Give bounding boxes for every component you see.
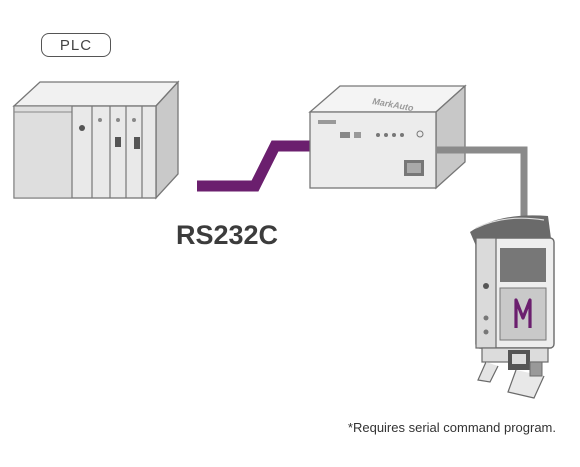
device-cable (436, 146, 528, 242)
protocol-label: RS232C (176, 220, 279, 250)
controller-box: MarkAuto (308, 84, 467, 190)
marking-head (470, 215, 555, 399)
plc-label: PLC (41, 33, 111, 57)
plc-unit (12, 80, 180, 200)
footnote: *Requires serial command program. (347, 420, 556, 435)
rs232c-cable (197, 140, 320, 192)
